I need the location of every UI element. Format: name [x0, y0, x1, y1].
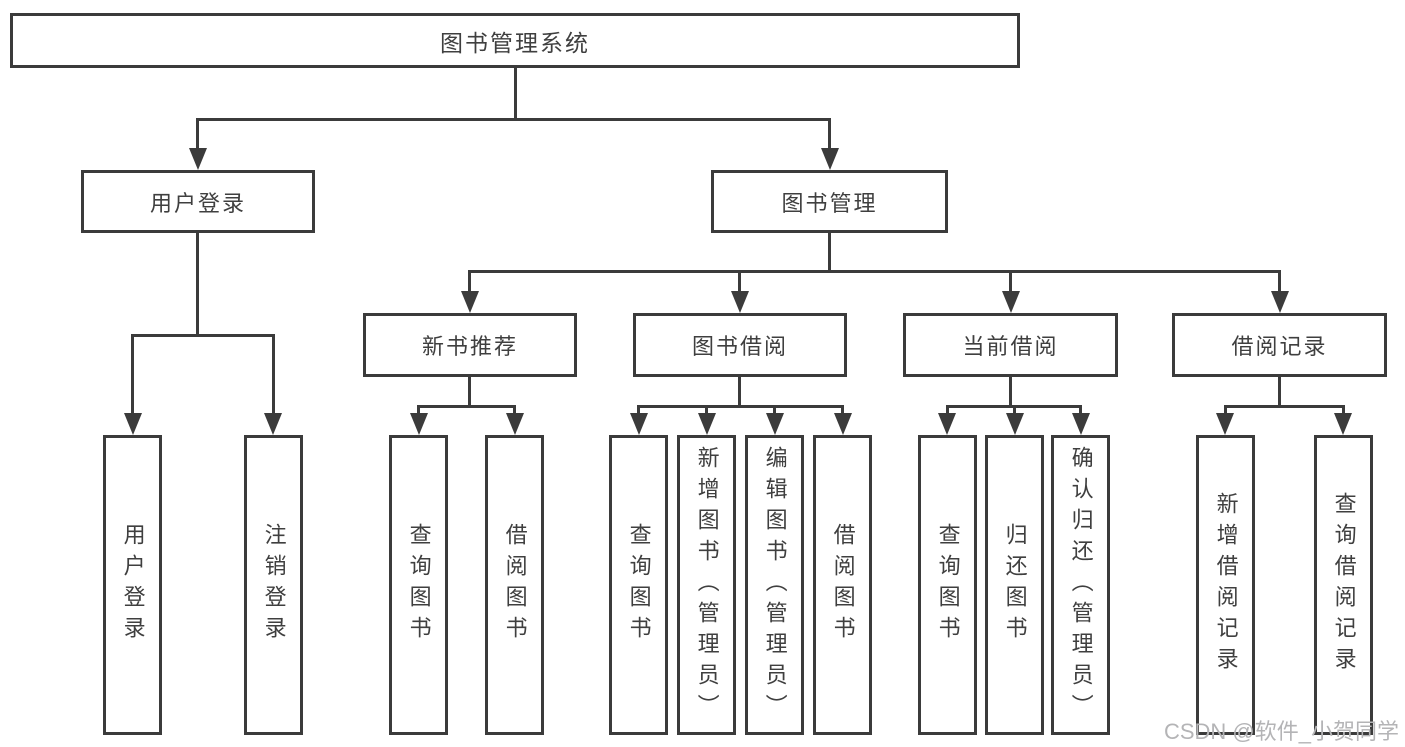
connector-vline: [773, 405, 776, 415]
leaf-query-books: 查询图书: [389, 435, 448, 735]
node-current-borrowing: 当前借阅: [903, 313, 1118, 377]
connector-hline: [131, 334, 275, 337]
node-label: 用户登录: [149, 190, 246, 216]
connector-vline: [705, 405, 708, 415]
node-library-system: 图书管理系统: [10, 13, 1020, 68]
leaf-label: 编辑图书（管理员）: [762, 445, 788, 725]
connector-vline: [1009, 377, 1012, 408]
connector-vline: [468, 270, 471, 293]
leaf-label: 查询借阅记录: [1331, 492, 1357, 678]
arrowhead-down-icon: [766, 413, 784, 435]
arrowhead-down-icon: [1334, 413, 1352, 435]
connector-vline: [1009, 270, 1012, 293]
leaf-add-book-admin: 新增图书（管理员）: [677, 435, 736, 735]
connector-vline: [417, 405, 420, 415]
leaf-label: 用户登录: [120, 523, 146, 647]
connector-vline: [1278, 270, 1281, 293]
leaf-borrow-books: 借阅图书: [813, 435, 872, 735]
arrowhead-down-icon: [461, 291, 479, 313]
arrowhead-down-icon: [1271, 291, 1289, 313]
arrowhead-down-icon: [1072, 413, 1090, 435]
node-book-management: 图书管理: [711, 170, 948, 233]
connector-vline: [131, 334, 134, 418]
node-label: 图书借阅: [691, 334, 788, 359]
node-book-borrowing: 图书借阅: [633, 313, 847, 377]
connector-vline: [1079, 405, 1082, 415]
connector-vline: [196, 118, 199, 152]
connector-vline: [1342, 405, 1345, 415]
connector-vline: [1224, 405, 1227, 415]
leaf-label: 查询图书: [626, 523, 652, 647]
leaf-query-borrow-record: 查询借阅记录: [1314, 435, 1373, 735]
arrowhead-down-icon: [264, 413, 282, 435]
connector-vline: [738, 270, 741, 293]
node-new-book-recommendation: 新书推荐: [363, 313, 577, 377]
arrowhead-down-icon: [698, 413, 716, 435]
connector-vline: [196, 233, 199, 337]
arrowhead-down-icon: [821, 148, 839, 170]
connector-vline: [946, 405, 949, 415]
leaf-add-borrow-record: 新增借阅记录: [1196, 435, 1255, 735]
leaf-label: 新增图书（管理员）: [694, 445, 720, 725]
connector-hline: [417, 405, 516, 408]
leaf-label: 归还图书: [1002, 523, 1028, 647]
arrowhead-down-icon: [506, 413, 524, 435]
leaf-label: 借阅图书: [830, 523, 856, 647]
arrowhead-down-icon: [630, 413, 648, 435]
arrowhead-down-icon: [938, 413, 956, 435]
leaf-borrow-books: 借阅图书: [485, 435, 544, 735]
arrowhead-down-icon: [731, 291, 749, 313]
leaf-label: 新增借阅记录: [1213, 492, 1239, 678]
leaf-label: 注销登录: [261, 523, 287, 647]
csdn-watermark: CSDN @软件_小贺同学: [1163, 719, 1399, 744]
connector-vline: [272, 334, 275, 418]
arrowhead-down-icon: [834, 413, 852, 435]
connector-hline: [196, 118, 831, 121]
connector-vline: [513, 405, 516, 415]
node-label: 当前借阅: [962, 334, 1059, 359]
node-label: 图书管理系统: [440, 29, 590, 56]
connector-vline: [828, 233, 831, 273]
arrowhead-down-icon: [124, 413, 142, 435]
connector-vline: [738, 377, 741, 408]
connector-vline: [514, 68, 517, 120]
leaf-confirm-return-admin: 确认归还（管理员）: [1051, 435, 1110, 735]
arrowhead-down-icon: [1006, 413, 1024, 435]
node-label: 图书管理: [781, 190, 878, 216]
leaf-label: 查询图书: [935, 523, 961, 647]
leaf-return-books: 归还图书: [985, 435, 1044, 735]
leaf-query-books: 查询图书: [918, 435, 977, 735]
node-borrowing-records: 借阅记录: [1172, 313, 1387, 377]
arrowhead-down-icon: [1216, 413, 1234, 435]
node-user-login: 用户登录: [81, 170, 315, 233]
connector-vline: [637, 405, 640, 415]
connector-vline: [1278, 377, 1281, 408]
leaf-logout: 注销登录: [244, 435, 303, 735]
connector-vline: [841, 405, 844, 415]
node-label: 新书推荐: [421, 334, 518, 359]
leaf-edit-book-admin: 编辑图书（管理员）: [745, 435, 804, 735]
connector-hline: [1224, 405, 1345, 408]
leaf-user-login: 用户登录: [103, 435, 162, 735]
connector-hline: [637, 405, 844, 408]
connector-vline: [828, 118, 831, 152]
arrowhead-down-icon: [189, 148, 207, 170]
node-label: 借阅记录: [1231, 334, 1328, 359]
arrowhead-down-icon: [410, 413, 428, 435]
connector-vline: [468, 377, 471, 408]
leaf-label: 确认归还（管理员）: [1068, 445, 1094, 725]
leaf-label: 查询图书: [406, 523, 432, 647]
leaf-label: 借阅图书: [502, 523, 528, 647]
connector-vline: [1013, 405, 1016, 415]
leaf-query-books: 查询图书: [609, 435, 668, 735]
arrowhead-down-icon: [1002, 291, 1020, 313]
connector-hline: [468, 270, 1281, 273]
